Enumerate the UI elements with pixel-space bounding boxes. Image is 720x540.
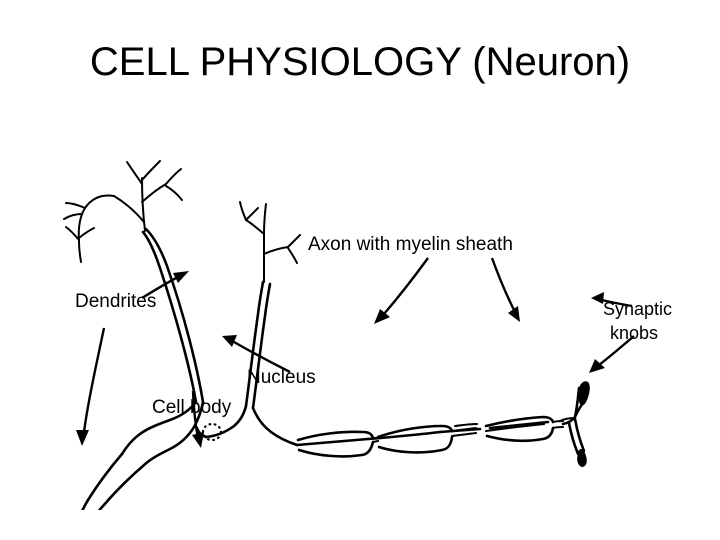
leader-arrow-knob-lower [589, 335, 635, 373]
myelin-segment [484, 415, 555, 442]
myelin-segment [376, 424, 454, 454]
cell-body [120, 400, 299, 468]
label-cell-body: Cell body [152, 397, 232, 418]
myelin-segment [296, 430, 375, 458]
leader-arrow-axon-right [490, 257, 520, 322]
neuron-diagram: Dendrites Nucleus Cell body Axon with my… [63, 160, 672, 510]
label-synaptic-knobs-line1: Synaptic [603, 299, 672, 319]
axon-with-myelin-sheath [295, 415, 565, 458]
synaptic-terminal [559, 381, 590, 467]
synaptic-knob-upper [578, 381, 590, 406]
page-title: CELL PHYSIOLOGY (Neuron) [89, 40, 631, 84]
dendrite-upper-left [63, 160, 205, 404]
label-nucleus: Nucleus [247, 367, 316, 388]
label-dendrites: Dendrites [75, 291, 156, 312]
leader-arrow-nucleus [222, 335, 291, 374]
synaptic-knob-lower [577, 449, 587, 467]
leader-arrow-dendrites-lower [76, 327, 106, 446]
dendrite-upper-right [239, 201, 301, 410]
label-axon-with-myelin-sheath: Axon with myelin sheath [308, 234, 513, 255]
label-synaptic-knobs-line2: knobs [610, 323, 658, 343]
leader-arrow-dendrites-upper [141, 271, 189, 300]
nucleus-marker [201, 422, 223, 442]
leader-arrow-cell-body [191, 390, 204, 448]
dendrite-lower-left [81, 452, 145, 510]
leader-arrow-knob-upper [591, 292, 633, 308]
leader-arrow-axon-left [374, 257, 429, 324]
